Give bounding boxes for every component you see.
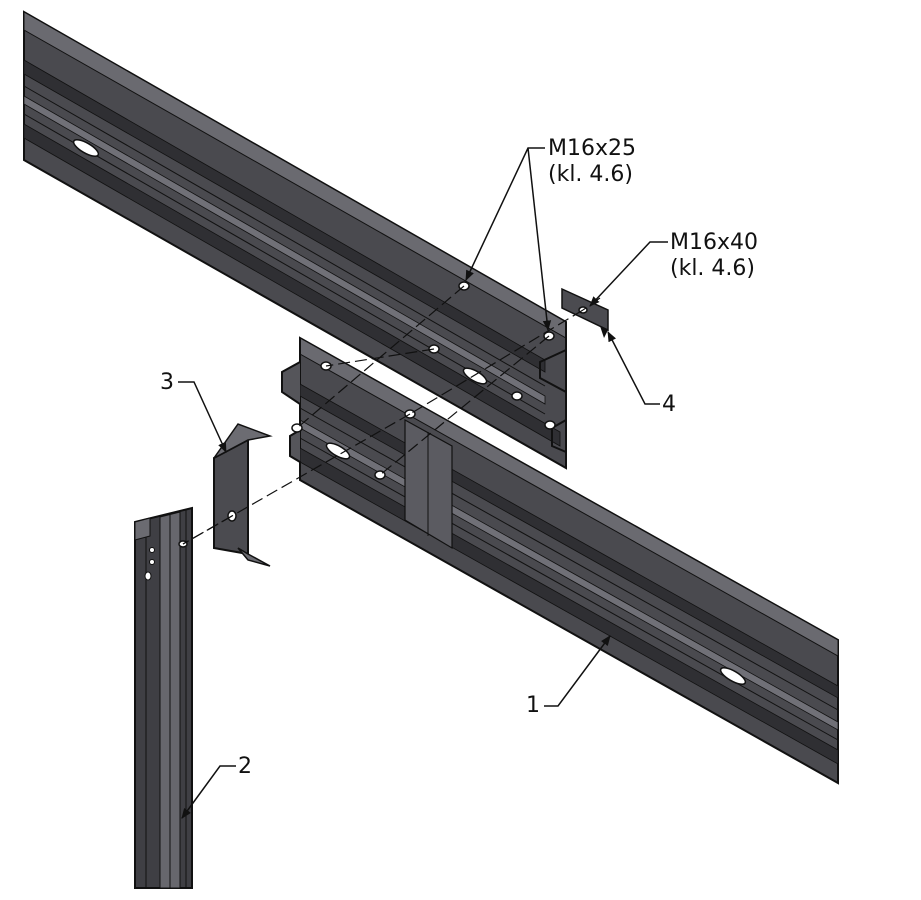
callout-item-3: 3 bbox=[160, 370, 174, 395]
slot-hole bbox=[325, 442, 351, 460]
lower-guardrail-beam bbox=[281, 336, 839, 785]
callout-bolt-m16x40-class: (kl. 4.6) bbox=[670, 256, 755, 281]
callout-bolt-m16x25-size: M16x25 bbox=[548, 136, 636, 161]
callout-item-1: 1 bbox=[526, 693, 540, 718]
bolt-hole bbox=[544, 420, 556, 430]
bolt-hole bbox=[291, 423, 303, 433]
callout-bolt-m16x25-class: (kl. 4.6) bbox=[548, 162, 633, 187]
upper-guardrail-beam bbox=[23, 10, 567, 470]
callout-item-2: 2 bbox=[238, 754, 252, 779]
bolt-hole bbox=[144, 571, 152, 581]
leader-lines bbox=[178, 147, 668, 819]
slot-hole bbox=[72, 139, 100, 157]
callout-bolt-m16x40: M16x40 (kl. 4.6) bbox=[670, 232, 758, 280]
washer-plate bbox=[561, 287, 609, 338]
slot-hole bbox=[462, 367, 488, 385]
slot-hole bbox=[719, 667, 747, 685]
callout-item-4: 4 bbox=[662, 392, 676, 417]
bolt-hole bbox=[149, 547, 155, 553]
bolt-hole bbox=[511, 391, 523, 401]
callout-bolt-m16x25: M16x25 (kl. 4.6) bbox=[548, 138, 636, 186]
callout-bolt-m16x40-size: M16x40 bbox=[670, 230, 758, 255]
spacer-bracket bbox=[213, 423, 273, 567]
bolt-hole bbox=[149, 559, 155, 565]
post bbox=[134, 506, 193, 889]
